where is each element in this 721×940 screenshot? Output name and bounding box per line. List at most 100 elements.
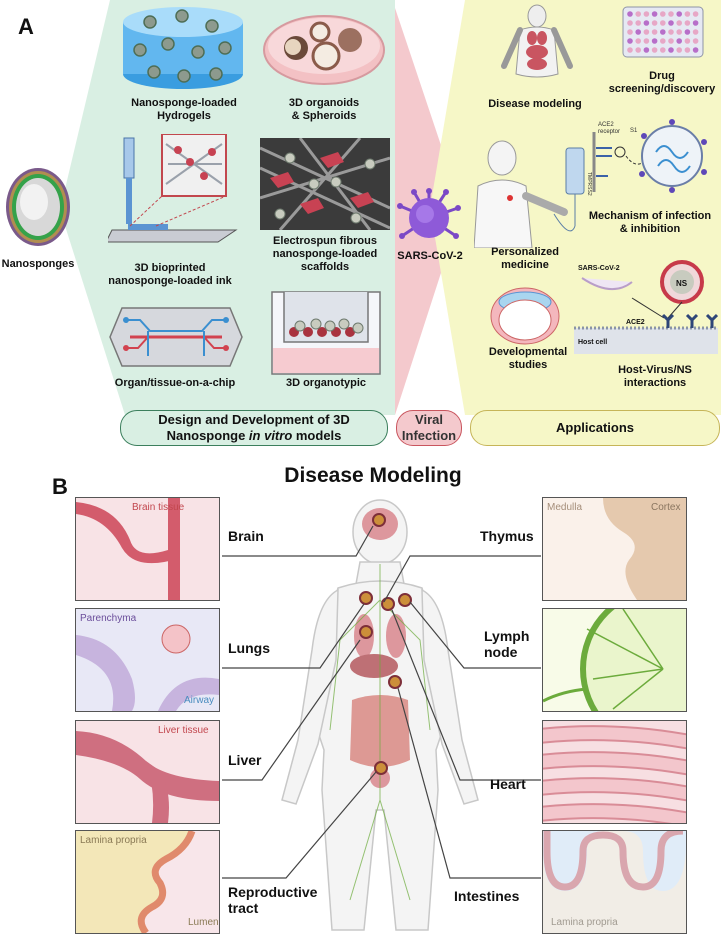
well xyxy=(635,47,641,53)
personalized-medicine-icon xyxy=(474,140,585,248)
design-pill-line2b: models xyxy=(292,428,342,443)
well xyxy=(684,20,691,26)
lamina-propria-left-text: Lamina propria xyxy=(80,835,147,846)
lungs-label: Lungs xyxy=(228,640,270,656)
well xyxy=(692,47,699,53)
well xyxy=(668,29,674,35)
applications-pill: Applications xyxy=(470,410,720,446)
design-pill-line2a: Nanosponge xyxy=(166,428,249,443)
reproductive-lumen-art xyxy=(137,831,219,933)
heart-tissue-box xyxy=(542,720,687,824)
electrospun-scaffold-icon xyxy=(260,138,390,230)
lumen-text: Lumen xyxy=(188,917,219,928)
well xyxy=(627,47,633,53)
well xyxy=(684,11,691,17)
lungs-alveoli-art xyxy=(76,624,219,711)
well xyxy=(676,29,682,35)
brain-tissue-box: Brain tissue xyxy=(75,497,220,601)
design-pill-line1: Design and Development of 3D xyxy=(158,412,350,428)
well xyxy=(651,38,658,44)
well xyxy=(676,38,682,44)
well xyxy=(668,47,674,53)
svg-text:SARS-CoV-2: SARS-CoV-2 xyxy=(578,265,620,272)
host-virus-label: Host-Virus/NS interactions xyxy=(618,364,692,389)
brain-tissue-text: Brain tissue xyxy=(132,502,185,513)
well xyxy=(635,29,641,35)
well xyxy=(627,20,633,26)
host-virus-icon: NS SARS-CoV-2 ACE2 Host cell xyxy=(574,260,718,354)
human-organs-icon xyxy=(501,4,573,78)
well xyxy=(643,20,650,26)
well xyxy=(684,47,691,53)
organotypic-transwell-icon xyxy=(271,291,381,375)
thymus-art xyxy=(603,498,686,600)
well xyxy=(660,29,666,35)
organotypic-label: 3D organotypic xyxy=(285,377,367,389)
nanosponge-icon xyxy=(6,168,70,246)
lymph-node-label: Lymph node xyxy=(484,628,530,661)
design-pill-italic: in vitro xyxy=(248,428,293,443)
well xyxy=(660,11,666,17)
well xyxy=(676,20,682,26)
organoids-dish-icon xyxy=(263,15,385,85)
human-body-figure xyxy=(222,499,541,931)
well xyxy=(676,11,682,17)
intestines-tissue-box: Lamina propria xyxy=(542,830,687,934)
lungs-tissue-box: Parenchyma Airway xyxy=(75,608,220,712)
thymus-tissue-box: Medulla Cortex xyxy=(542,497,687,601)
disease-modeling-label: Disease modeling xyxy=(488,98,582,110)
well xyxy=(651,47,658,53)
well xyxy=(643,11,650,17)
bioprinter-icon xyxy=(108,134,238,243)
well xyxy=(627,38,633,44)
well xyxy=(692,38,699,44)
thymus-label: Thymus xyxy=(480,528,534,544)
svg-text:NS: NS xyxy=(676,279,688,288)
liver-tissue-text: Liver tissue xyxy=(158,725,209,736)
liver-vessel-art xyxy=(76,731,219,823)
medulla-text: Medulla xyxy=(547,502,583,513)
well xyxy=(627,11,633,17)
viral-infection-pill: Viral Infection xyxy=(396,410,462,446)
nanosponges-label: Nanosponges xyxy=(1,258,75,270)
svg-text:TMPRSS2: TMPRSS2 xyxy=(586,172,592,196)
parenchyma-text: Parenchyma xyxy=(80,613,137,624)
svg-text:Host cell: Host cell xyxy=(578,339,607,346)
well xyxy=(692,20,699,26)
well-plate-icon xyxy=(622,6,704,58)
svg-text:S1: S1 xyxy=(630,128,638,134)
organ-on-chip-icon xyxy=(109,307,243,367)
well xyxy=(684,29,691,35)
hydrogel-icon xyxy=(123,7,243,89)
drug-screening-label: Drug screening/discovery xyxy=(608,70,716,95)
well xyxy=(651,20,658,26)
brain-vessel-art xyxy=(76,498,180,600)
virus-label: SARS-CoV-2 xyxy=(397,250,463,262)
lymph-node-art xyxy=(543,609,686,711)
panel-b-letter: B xyxy=(52,474,68,499)
disease-modeling-title: Disease Modeling xyxy=(284,464,462,487)
airway-text: Airway xyxy=(184,695,215,706)
design-pill: Design and Development of 3D Nanosponge … xyxy=(120,410,388,446)
well xyxy=(635,11,641,17)
mechanism-label: Mechanism of infection & inhibition xyxy=(588,210,712,235)
heart-label: Heart xyxy=(490,776,526,792)
svg-text:ACE2: ACE2 xyxy=(626,319,645,326)
well xyxy=(660,38,666,44)
organoids-label: 3D organoids & Spheroids xyxy=(288,97,360,122)
organ-chip-label: Organ/tissue-on-a-chip xyxy=(114,377,236,389)
intestines-villi-art xyxy=(543,831,686,891)
reproductive-label: Reproductive tract xyxy=(228,884,318,917)
bioprinted-ink-label: 3D bioprinted nanosponge-loaded ink xyxy=(108,262,232,287)
developmental-label: Developmental studies xyxy=(488,346,568,371)
well xyxy=(676,47,682,53)
intestines-label: Intestines xyxy=(454,888,520,904)
well xyxy=(692,11,699,17)
well xyxy=(692,29,699,35)
well xyxy=(651,11,658,17)
well xyxy=(643,38,650,44)
lamina-propria-right-text: Lamina propria xyxy=(551,917,618,928)
reproductive-tissue-box: Lamina propria Lumen xyxy=(75,830,220,934)
embryo-icon xyxy=(490,287,560,345)
